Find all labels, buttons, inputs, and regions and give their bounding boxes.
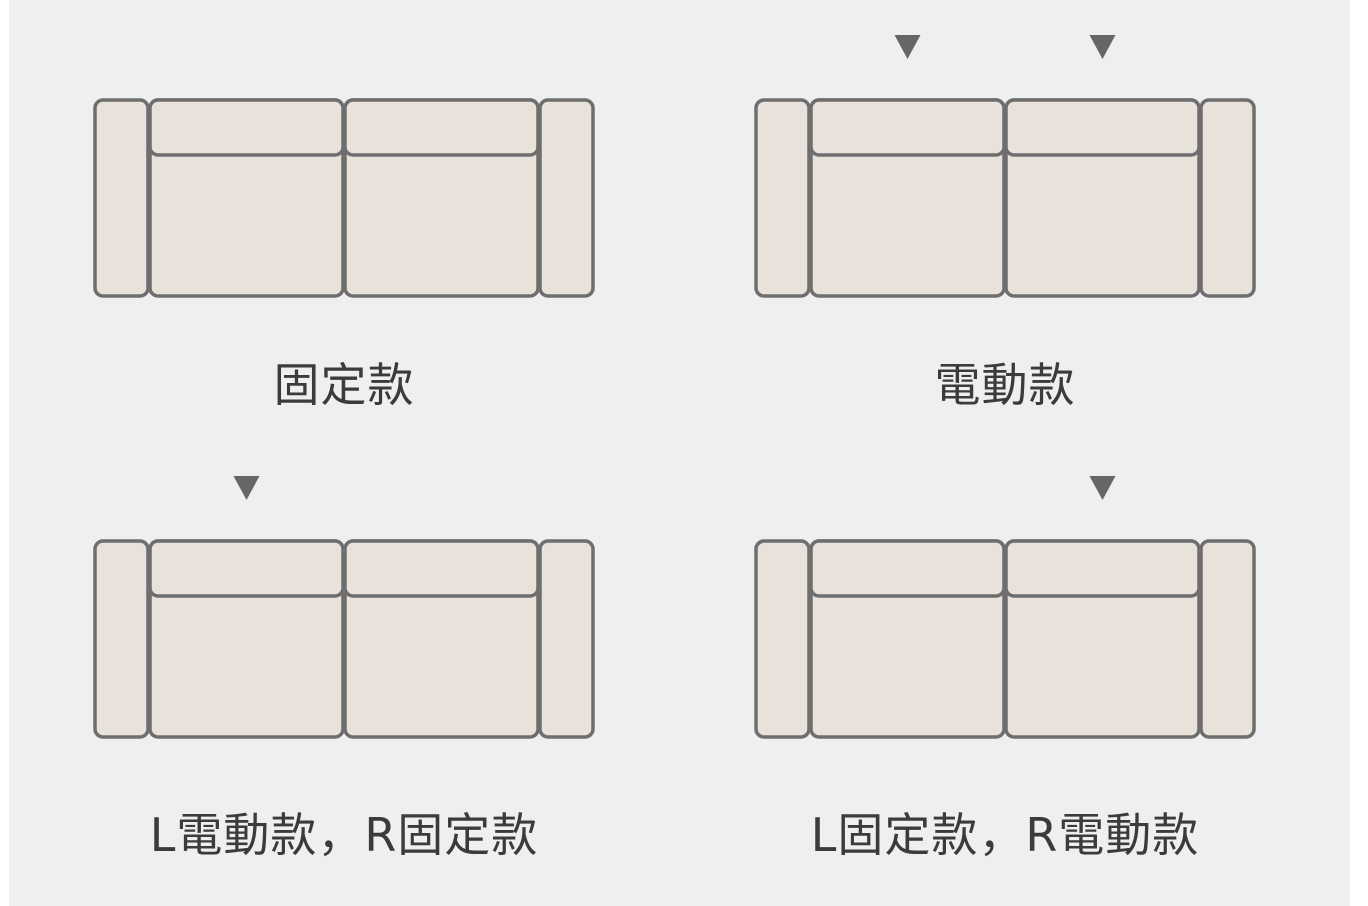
- right-backrest: [1004, 98, 1201, 157]
- left-backrest: [809, 539, 1006, 598]
- left-backrest: [809, 98, 1006, 157]
- power-marker-right-icon: [1089, 35, 1116, 59]
- left-arm: [754, 98, 811, 298]
- right-arm: [538, 98, 595, 298]
- right-arm: [1199, 539, 1256, 739]
- left-arm: [93, 539, 150, 739]
- caption-powered: 電動款: [934, 358, 1076, 412]
- power-marker-right-icon: [1089, 476, 1116, 500]
- left-arm: [754, 539, 811, 739]
- power-marker-left-icon: [233, 476, 260, 500]
- caption-left-fixed-right-powered: L固定款，R電動款: [810, 808, 1200, 862]
- right-backrest: [343, 98, 540, 157]
- right-backrest: [343, 539, 540, 598]
- left-backrest: [148, 98, 345, 157]
- caption-left-powered-right-fixed: L電動款，R固定款: [149, 808, 539, 862]
- right-backrest: [1004, 539, 1201, 598]
- right-arm: [1199, 98, 1256, 298]
- left-arm: [93, 98, 150, 298]
- caption-fixed: 固定款: [273, 358, 415, 412]
- right-arm: [538, 539, 595, 739]
- left-backrest: [148, 539, 345, 598]
- power-marker-left-icon: [894, 35, 921, 59]
